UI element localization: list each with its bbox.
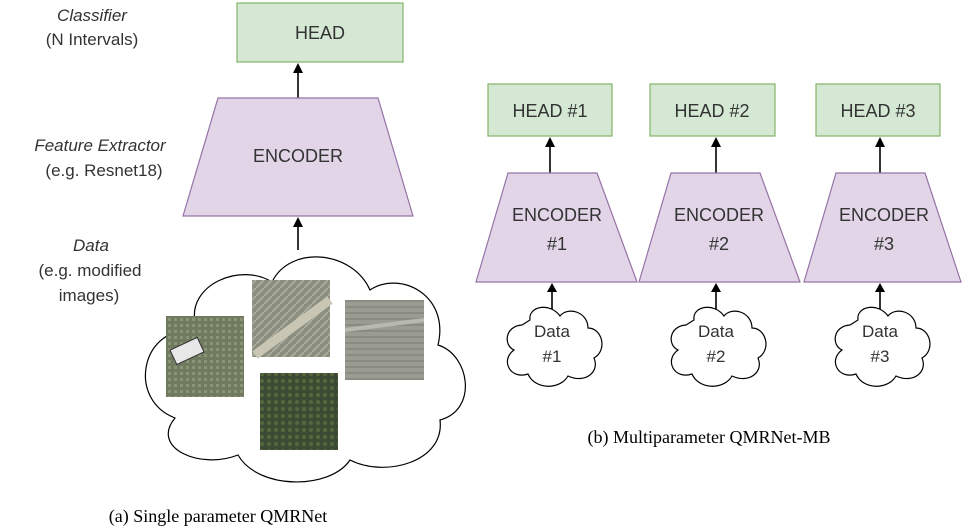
encoder-label: ENCODER xyxy=(253,146,343,166)
encoder-number-2: #2 xyxy=(709,234,729,254)
classifier-subtitle: (N Intervals) xyxy=(46,30,139,49)
head-label-1: HEAD #1 xyxy=(512,101,587,121)
encoder-number-1: #1 xyxy=(547,234,567,254)
data-subtitle-line1: (e.g. modified xyxy=(39,261,142,280)
data-number-2: #2 xyxy=(707,347,726,366)
encoder-label-3: ENCODER xyxy=(839,205,929,225)
sample-image-2 xyxy=(252,280,333,359)
data-cloud-3 xyxy=(834,306,931,387)
encoder-trapezoid-2 xyxy=(638,172,801,283)
data-label-2: Data xyxy=(698,322,734,341)
panel-a: Classifier (N Intervals) HEAD ENCODER Fe… xyxy=(34,2,466,527)
head-box xyxy=(236,2,404,63)
encoder-trapezoid xyxy=(182,97,414,217)
data-number-3: #3 xyxy=(871,347,890,366)
branch-1: HEAD #1 ENCODER #1 Data #1 xyxy=(475,83,638,387)
encoder-label-2: ENCODER xyxy=(674,205,764,225)
sample-image-3 xyxy=(344,300,425,380)
data-title: Data xyxy=(73,236,109,255)
caption-a: (a) Single parameter QMRNet xyxy=(109,506,327,527)
caption-b: (b) Multiparameter QMRNet-MB xyxy=(588,427,831,448)
encoder-number-3: #3 xyxy=(874,234,894,254)
arrow-tip-head1 xyxy=(545,137,555,147)
arrow-tip-enc1 xyxy=(547,283,557,292)
data-subtitle-line2: images) xyxy=(59,286,119,305)
arrow-tip-encoder xyxy=(293,217,303,227)
data-label-3: Data xyxy=(862,322,898,341)
encoder-label-1: ENCODER xyxy=(512,205,602,225)
data-cloud-1 xyxy=(506,306,603,387)
branch-2: HEAD #2 ENCODER #2 Data #2 xyxy=(638,83,801,387)
head-box-1 xyxy=(487,83,613,137)
encoder-trapezoid-1 xyxy=(475,172,638,283)
data-label-1: Data xyxy=(534,322,570,341)
feature-extractor-title: Feature Extractor xyxy=(34,136,167,155)
head-box-2 xyxy=(649,83,776,137)
data-number-1: #1 xyxy=(543,347,562,366)
arrow-tip-head3 xyxy=(875,137,885,147)
panel-b: HEAD #1 ENCODER #1 Data #1 HEAD #2 ENCOD… xyxy=(475,83,962,448)
head-box-3 xyxy=(815,83,941,137)
arrow-tip-enc2 xyxy=(711,283,721,292)
arrow-tip-enc3 xyxy=(875,283,885,292)
head-label-3: HEAD #3 xyxy=(840,101,915,121)
branch-3: HEAD #3 ENCODER #3 Data #3 xyxy=(803,83,962,387)
feature-extractor-subtitle: (e.g. Resnet18) xyxy=(45,161,162,180)
arrow-tip-head xyxy=(293,63,303,73)
sample-image-4 xyxy=(260,373,338,450)
head-label-2: HEAD #2 xyxy=(674,101,749,121)
encoder-trapezoid-3 xyxy=(803,172,962,283)
classifier-title: Classifier xyxy=(57,6,128,25)
data-cloud-2 xyxy=(670,306,767,387)
arrow-tip-head2 xyxy=(711,137,721,147)
head-label: HEAD xyxy=(295,23,345,43)
sample-image-1 xyxy=(166,316,244,397)
